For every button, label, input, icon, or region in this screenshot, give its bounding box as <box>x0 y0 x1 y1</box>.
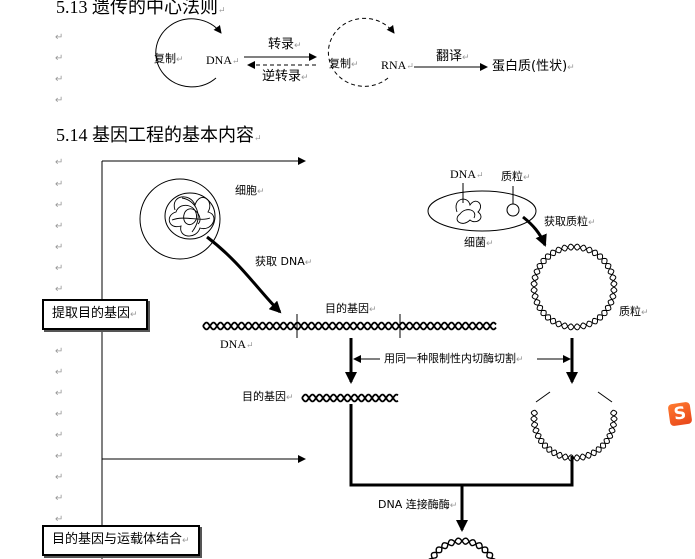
paragraph-mark: ↵ <box>55 95 64 106</box>
sticky-end <box>535 391 551 403</box>
paragraph-mark: ↵ <box>55 346 64 357</box>
recombinant-plasmid <box>428 537 496 559</box>
dna-replication-arc <box>155 18 222 88</box>
cut-plasmid <box>530 391 618 462</box>
label-target-gene-top: 目的基因↵ <box>325 302 377 315</box>
helix-strand-1 <box>428 537 494 559</box>
paragraph-mark: ↵ <box>55 242 64 253</box>
helix-strand-1 <box>301 393 399 403</box>
paragraph-mark: ↵ <box>55 367 64 378</box>
label-rna: RNA↵ <box>381 58 414 72</box>
helix-strand-2 <box>530 243 618 331</box>
paragraph-mark: ↵ <box>55 74 64 85</box>
label-dna-strand: DNA↵ <box>220 337 254 351</box>
label-plasmid-ring: 质粒↵ <box>619 305 649 318</box>
label-dna: DNA↵ <box>206 53 240 67</box>
label-get-dna: 获取 DNA↵ <box>255 255 313 268</box>
helix-strand-1 <box>530 243 618 331</box>
label-dna-replication: 复制↵ <box>154 52 184 65</box>
paragraph-mark: ↵ <box>55 451 64 462</box>
section-title-central-dogma: 5.13 遗传的中心法则↵ <box>56 0 226 17</box>
paragraph-mark: ↵ <box>55 388 64 399</box>
plasmid-ring <box>530 243 618 331</box>
step-box-gene-vector-combine: 目的基因与运载体结合↵ <box>42 525 200 556</box>
label-bacterium: 细菌↵ <box>464 236 494 249</box>
paragraph-mark: ↵ <box>55 430 64 441</box>
label-get-plasmid: 获取质粒↵ <box>544 215 596 228</box>
paragraph-mark: ↵ <box>55 514 64 525</box>
paragraph-mark: ↵ <box>55 472 64 483</box>
paragraph-mark: ↵ <box>55 493 64 504</box>
helix-strand-2 <box>430 537 496 559</box>
label-reverse-transcription: 逆转录↵ <box>262 69 309 84</box>
label-plasmid-top: 质粒↵ <box>501 170 531 183</box>
get-dna-arrow <box>206 235 282 314</box>
bacterium-illustration <box>427 183 537 232</box>
paragraph-mark: ↵ <box>55 179 64 190</box>
get-plasmid-arrow <box>522 215 547 247</box>
label-restriction-enzyme: 用同一种限制性内切酶切割↵ <box>384 352 524 365</box>
paragraph-mark: ↵ <box>55 221 64 232</box>
join-connector <box>349 404 574 487</box>
paragraph-mark: ↵ <box>55 157 64 168</box>
label-translation: 翻译↵ <box>436 49 470 64</box>
dna-double-helix-long <box>202 321 497 331</box>
sticky-end <box>597 391 613 403</box>
rna-replication-arc <box>327 17 395 87</box>
label-bacterium-dna: DNA↵ <box>450 167 484 181</box>
helix-strand-2 <box>530 409 618 462</box>
paragraph-mark: ↵ <box>55 200 64 211</box>
helix-strand-2 <box>301 393 399 403</box>
ime-sogou-icon[interactable]: S <box>667 401 693 427</box>
paragraph-mark: ↵ <box>55 409 64 420</box>
label-transcription: 转录↵ <box>268 37 302 52</box>
label-cell: 细胞↵ <box>235 184 265 197</box>
paragraph-mark: ↵ <box>55 284 64 295</box>
label-ligase: DNA 连接酶酶↵ <box>378 498 458 511</box>
step-box-extract-gene: 提取目的基因↵ <box>42 299 148 330</box>
paragraph-mark: ↵ <box>55 32 64 43</box>
helix-strand-2 <box>202 321 497 331</box>
paragraph-mark: ↵ <box>55 263 64 274</box>
label-rna-replication: 复制↵ <box>329 57 359 70</box>
cell-illustration <box>139 178 221 260</box>
label-protein: 蛋白质(性状)↵ <box>492 59 575 74</box>
helix-strand-1 <box>530 409 618 462</box>
target-gene-fragment <box>301 393 399 403</box>
label-target-gene-cut: 目的基因↵ <box>242 390 294 403</box>
section-title-gene-engineering: 5.14 基因工程的基本内容↵ <box>56 125 262 145</box>
paragraph-mark: ↵ <box>55 53 64 64</box>
